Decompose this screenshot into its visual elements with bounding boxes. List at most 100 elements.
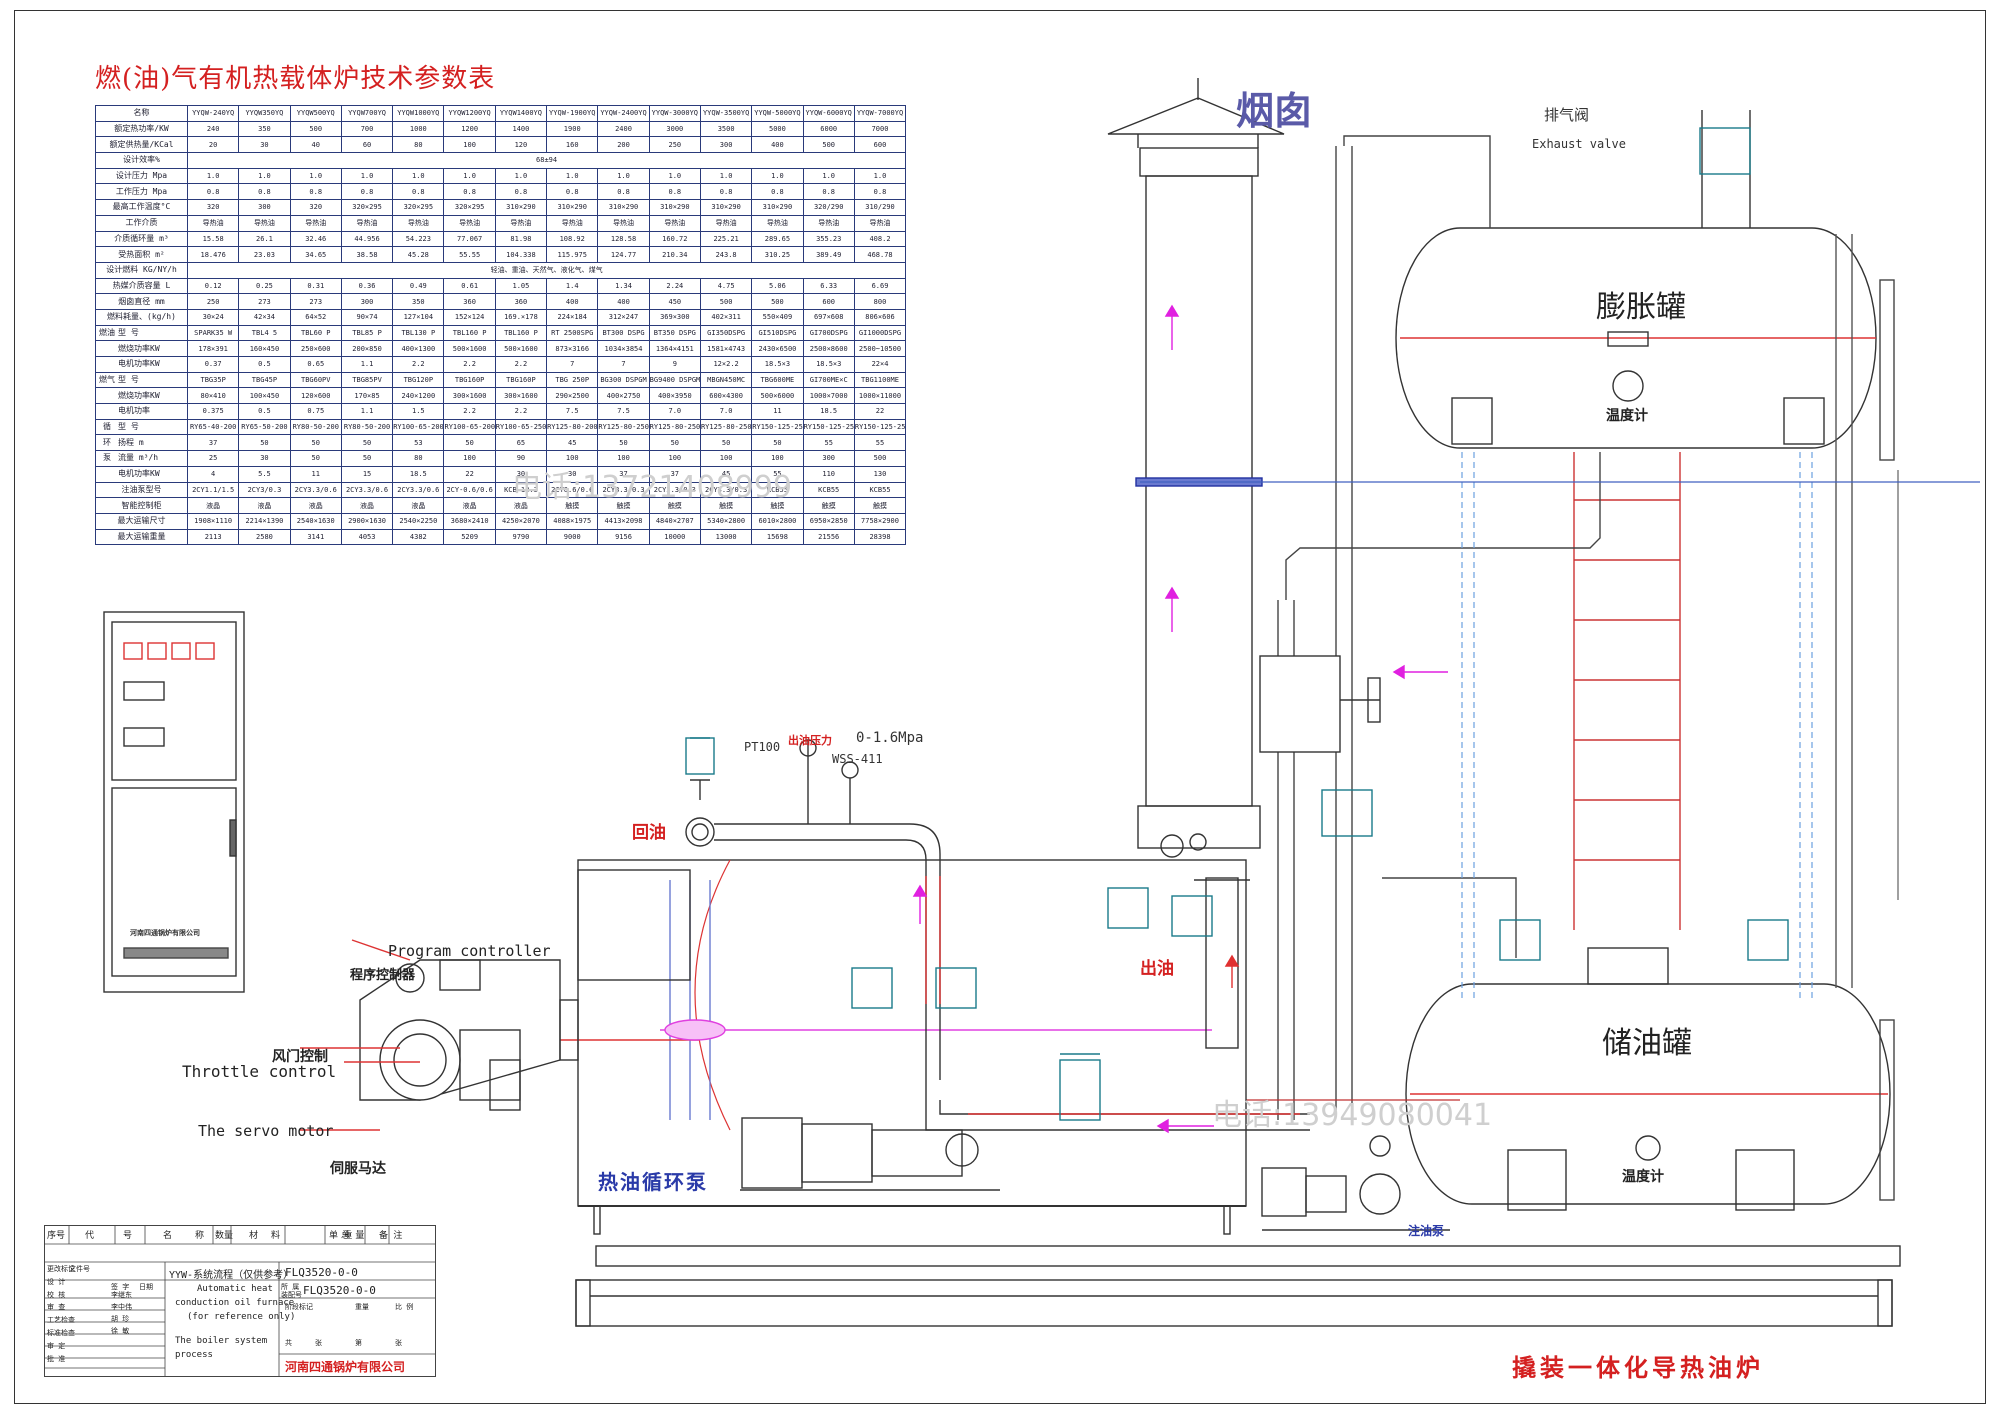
param-value: 9790 — [494, 528, 548, 546]
param-label: 燃气型 号 — [95, 371, 188, 389]
param-label: 额定热功率/KW — [95, 120, 188, 138]
param-value: 225.21 — [699, 230, 753, 248]
param-value: YYQW350YQ — [238, 105, 291, 122]
param-value: 400×2750 — [597, 387, 650, 405]
param-value: 90×74 — [340, 308, 394, 326]
param-value: 3500 — [699, 120, 753, 138]
param-value: 312×247 — [597, 308, 650, 326]
param-value: 300×1600 — [443, 387, 496, 405]
param-value: 310×290 — [546, 199, 599, 216]
param-value: 44.956 — [340, 230, 394, 248]
title-block: 序号代号名称数量材料单 重总 量备 注 YYW-系统流程（仅供参考） FLQ35… — [44, 1225, 436, 1377]
param-value: 1.0 — [648, 167, 701, 185]
param-value: 3680×2410 — [443, 512, 496, 530]
param-value: 500 — [289, 120, 342, 138]
param-value: YYQW1400YQ — [494, 105, 548, 122]
param-value: TBL60 P — [289, 324, 342, 342]
param-value: 50 — [443, 434, 496, 452]
pt100-label: PT100 — [744, 740, 781, 754]
param-value: TBG85PV — [340, 371, 394, 389]
param-value: 160 — [546, 136, 599, 154]
param-value: RT 2500SPG — [546, 324, 599, 342]
param-value: 2.2 — [392, 356, 445, 373]
tb-header-cell: 名 — [163, 1231, 173, 1241]
param-value: 1.1 — [340, 403, 394, 420]
param-value: 500 — [699, 293, 753, 310]
param-value: YYQW-5000YQ — [751, 105, 804, 122]
param-value: 1.4 — [546, 277, 599, 295]
param-value: 导热油 — [238, 214, 291, 232]
param-value: 7.5 — [546, 403, 599, 420]
param-value: 导热油 — [853, 214, 907, 232]
param-value: 243.8 — [699, 246, 753, 263]
tb-desc-en-3: (for reference only) — [187, 1312, 296, 1322]
param-value: 500×1600 — [494, 340, 548, 357]
param-value: 320 — [289, 199, 342, 216]
param-value: 导热油 — [751, 214, 804, 232]
param-value: 300×1600 — [494, 387, 548, 405]
tb-left-row: 审 定 — [47, 1341, 66, 1350]
param-label: 注油泵型号 — [95, 481, 188, 499]
param-value: 液晶 — [289, 497, 342, 514]
param-value: 170×85 — [340, 387, 394, 405]
param-value: 80 — [392, 450, 445, 467]
param-value: 500 — [802, 136, 855, 154]
param-value: 2.2 — [443, 356, 496, 373]
tb-signer-name: 李继东 — [111, 1291, 132, 1299]
param-value: 4053 — [340, 528, 394, 546]
param-value: GI700ME×C — [802, 371, 855, 389]
param-value: 0.375 — [186, 403, 240, 420]
param-value: TBL160 P — [443, 324, 496, 342]
param-value: 4250×2070 — [494, 512, 548, 530]
param-value: 18.476 — [186, 246, 240, 263]
table-title: 燃(油)气有机热载体炉技术参数表 — [95, 64, 496, 94]
param-value: 4088×1975 — [546, 512, 599, 530]
param-value: GI700DSPG — [802, 324, 855, 342]
param-value: 液晶 — [186, 497, 240, 514]
param-value: 12×2.2 — [699, 356, 753, 373]
param-value: YYQW-6000YQ — [802, 105, 855, 122]
tb-desc-en-4: The boiler system — [175, 1336, 268, 1346]
param-value: 50 — [340, 450, 394, 467]
param-value: 389.49 — [802, 246, 855, 263]
param-value: 22×4 — [853, 356, 907, 373]
param-value: YYQW-240YQ — [186, 105, 240, 122]
param-value: TBG120P — [392, 371, 445, 389]
param-value: 2540×2250 — [392, 512, 445, 530]
param-value: 18.5 — [392, 465, 445, 483]
param-value: 5.06 — [751, 277, 804, 295]
param-value: TBG600ME — [751, 371, 804, 389]
tb-sign: 签 字 — [111, 1283, 130, 1291]
param-value: 2214×1390 — [238, 512, 291, 530]
param-value: 1.0 — [751, 167, 804, 185]
param-value: 1.0 — [853, 167, 907, 185]
param-value: 1000 — [392, 120, 445, 138]
param-value: 2CY1.1/1.5 — [186, 481, 240, 499]
param-value: 310×290 — [648, 199, 701, 216]
tb-left-row: 工艺检查 — [47, 1316, 75, 1325]
param-value: 32.46 — [289, 230, 342, 248]
param-value: 导热油 — [546, 214, 599, 232]
param-value: 0.8 — [340, 183, 394, 201]
param-value: 1400 — [494, 120, 548, 138]
param-value: 240×1200 — [392, 387, 445, 405]
param-value: YYQW500YQ — [289, 105, 342, 122]
param-value: 11 — [289, 465, 342, 483]
param-value: 0.8 — [238, 183, 291, 201]
param-value: RY65-40-200 — [186, 418, 240, 436]
param-value: 2.24 — [648, 277, 701, 295]
param-value: 55.55 — [443, 246, 496, 263]
tb-left-row: 标准检查 — [47, 1329, 75, 1337]
param-value: 34.65 — [289, 246, 342, 263]
param-value: 6950×2850 — [802, 512, 855, 530]
param-label: 燃烧功率KW — [95, 387, 188, 405]
param-value: 18.5×3 — [751, 356, 804, 373]
param-value: 50 — [751, 434, 804, 452]
param-value: 240 — [186, 120, 240, 138]
param-value: 2500~10500 — [853, 340, 907, 357]
tb-assembly: 装配号 — [281, 1291, 302, 1299]
